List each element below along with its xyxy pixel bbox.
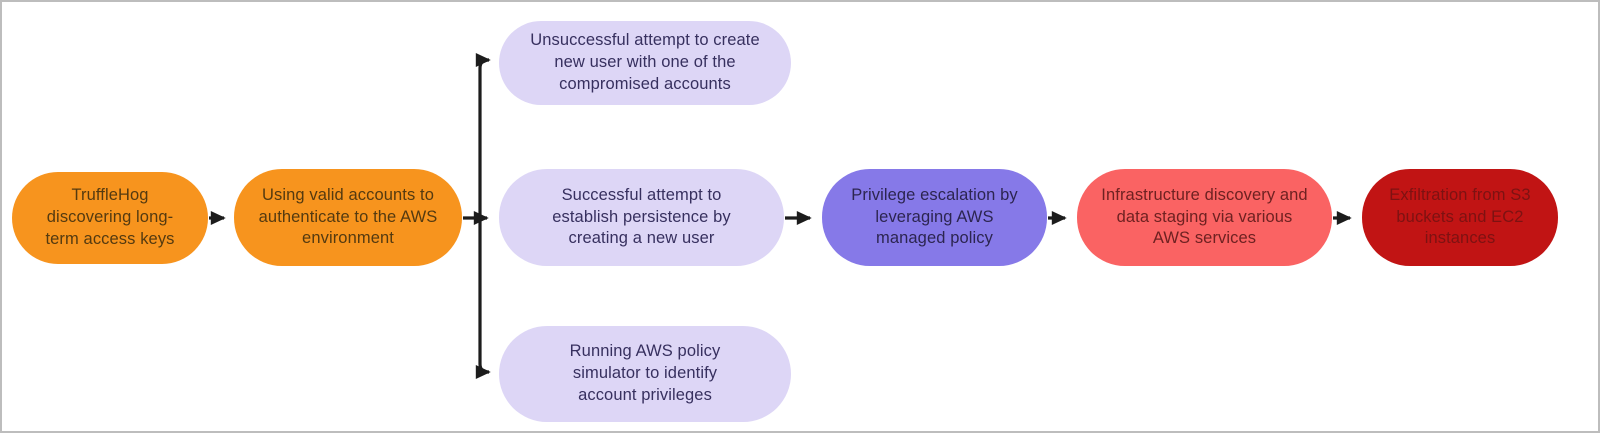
node-trufflehog-discovery-label: TruffleHog discovering long-term access … bbox=[45, 186, 175, 248]
node-policy-simulator: Running AWS policy simulator to identify… bbox=[499, 326, 791, 422]
node-infrastructure-discovery-label: Infrastructure discovery and data stagin… bbox=[1101, 185, 1308, 248]
node-unsuccessful-user-create: Unsuccessful attempt to create new user … bbox=[499, 21, 791, 105]
branch-arrow-to-unsuccessful-user-create bbox=[475, 52, 491, 218]
node-unsuccessful-user-create-label: Unsuccessful attempt to create new user … bbox=[530, 31, 760, 93]
node-successful-persistence: Successful attempt to establish persiste… bbox=[499, 169, 784, 266]
node-valid-accounts-auth: Using valid accounts to authenticate to … bbox=[234, 169, 462, 266]
node-infrastructure-discovery: Infrastructure discovery and data stagin… bbox=[1077, 169, 1332, 266]
node-valid-accounts-auth-label: Using valid accounts to authenticate to … bbox=[258, 185, 438, 248]
node-exfiltration: Exfiltration from S3 buckets and EC2 ins… bbox=[1362, 169, 1558, 266]
node-privilege-escalation: Privilege escalation by leveraging AWS m… bbox=[822, 169, 1047, 266]
node-trufflehog-discovery: TruffleHog discovering long-term access … bbox=[12, 172, 208, 264]
node-policy-simulator-label: Running AWS policy simulator to identify… bbox=[569, 342, 721, 404]
branch-arrow-to-policy-simulator bbox=[475, 218, 491, 380]
node-exfiltration-label: Exfiltration from S3 buckets and EC2 ins… bbox=[1389, 185, 1531, 248]
node-successful-persistence-label: Successful attempt to establish persiste… bbox=[552, 185, 731, 248]
node-privilege-escalation-label: Privilege escalation by leveraging AWS m… bbox=[851, 185, 1018, 248]
